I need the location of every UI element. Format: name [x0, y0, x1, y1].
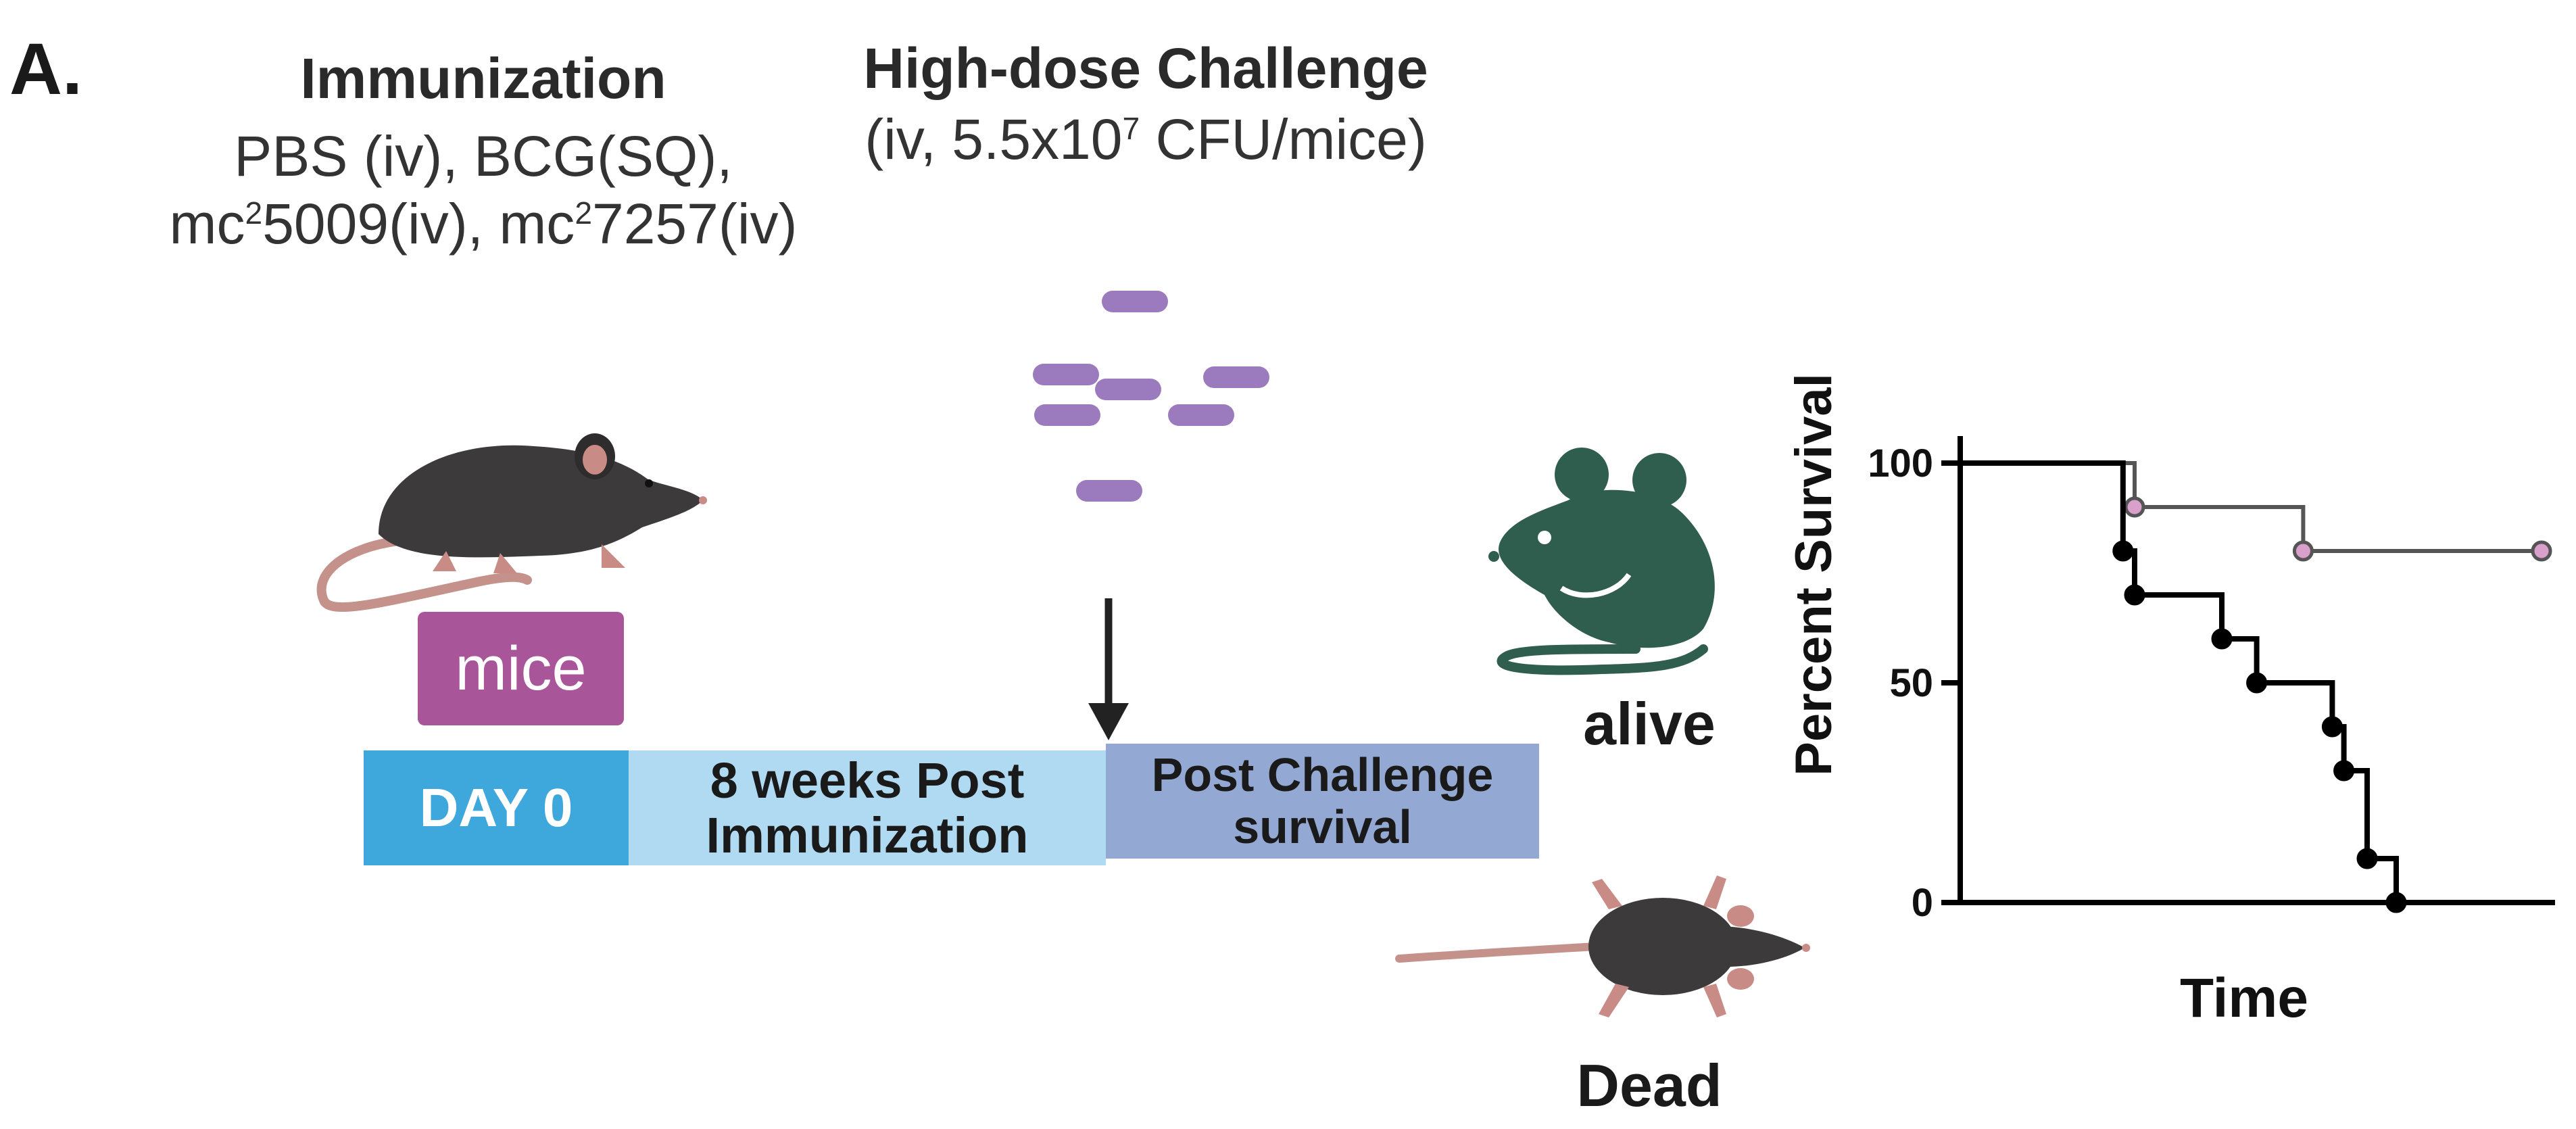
chart-point: [2124, 584, 2145, 606]
chart-y-tick-label: 0: [1912, 881, 1933, 925]
chart-point: [2531, 540, 2552, 562]
dead-label: Dead: [1576, 1052, 1722, 1119]
bacteria-icon: [1033, 291, 1269, 502]
chart-point: [2112, 540, 2134, 562]
timeline-day0: DAY 0: [364, 750, 629, 865]
chart-point: [2292, 540, 2314, 562]
immunization-groups-line1: PBS (iv), BCG(SQ),: [234, 124, 733, 188]
alive-label: alive: [1583, 690, 1716, 757]
chart-ticks: 0 50 100: [1868, 441, 1960, 925]
chart-point: [2356, 848, 2378, 869]
chart-point: [2211, 628, 2233, 650]
immunization-title: Immunization: [300, 47, 666, 110]
mouse-icon: [316, 433, 707, 612]
chart-y-tick-label: 100: [1868, 441, 1933, 485]
chart-point: [2246, 672, 2268, 694]
mice-label-box: mice: [418, 612, 624, 725]
chart-point: [2385, 892, 2407, 913]
challenge-dose: (iv, 5.5x107 CFU/mice): [865, 107, 1427, 171]
chart-point: [2333, 760, 2355, 782]
chart-y-tick-label: 50: [1889, 661, 1933, 705]
alive-mouse-icon: [1488, 448, 1715, 675]
challenge-title: High-dose Challenge: [863, 37, 1428, 100]
chart-x-axis-label: Time: [2180, 967, 2308, 1029]
down-arrow-icon: [1088, 598, 1129, 740]
chart-series-line-1: [1960, 461, 2542, 553]
immunization-groups-line2: mc25009(iv), mc27257(iv): [169, 192, 798, 256]
panel-label: A.: [9, 28, 82, 110]
chart-point: [2124, 496, 2145, 518]
chart-point: [2321, 716, 2343, 738]
chart-y-axis-label: Percent Survival: [1785, 373, 1843, 776]
dead-mouse-icon: [1395, 875, 1810, 1017]
timeline-8-weeks: 8 weeks Post Immunization: [629, 750, 1106, 865]
chart-series: [1960, 460, 2552, 913]
survival-chart: 0 50 100: [1868, 436, 2555, 925]
timeline-post-challenge: Post Challenge survival: [1106, 744, 1539, 859]
